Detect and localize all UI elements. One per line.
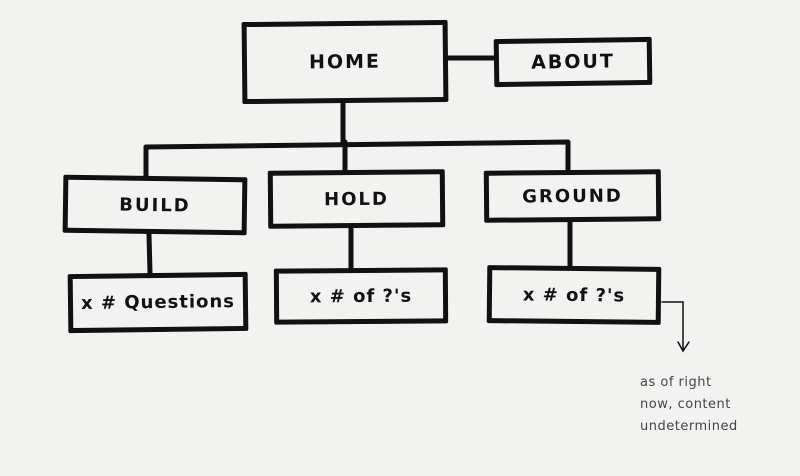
edge-build-questions [146,231,153,276]
node-hold: HOLD [267,169,446,229]
note-arrow [661,301,684,351]
node-build-questions-label: x # Questions [80,291,236,314]
note-line: now, content [640,397,731,412]
note-line: undetermined [640,419,738,434]
node-about-label: ABOUT [530,50,616,74]
edge-branch-bar [143,139,571,173]
node-ground-questions-label: x # of ?'s [522,283,626,307]
node-about: ABOUT [493,36,653,88]
annotation-note: as of right now, content undetermined [640,372,790,438]
node-home-label: HOME [308,50,382,74]
node-build-questions: x # Questions [67,271,249,334]
node-hold-label: HOLD [324,188,389,210]
node-ground-label: GROUND [522,185,623,207]
node-ground-questions: x # of ?'s [486,265,662,325]
node-build: BUILD [62,174,248,236]
node-ground: GROUND [483,169,662,223]
node-hold-questions-label: x # of ?'s [309,285,413,307]
note-arrowhead [677,341,690,353]
node-home: HOME [241,19,449,105]
note-line: as of right [640,375,712,390]
node-hold-questions: x # of ?'s [273,267,449,325]
node-build-label: BUILD [119,194,191,216]
